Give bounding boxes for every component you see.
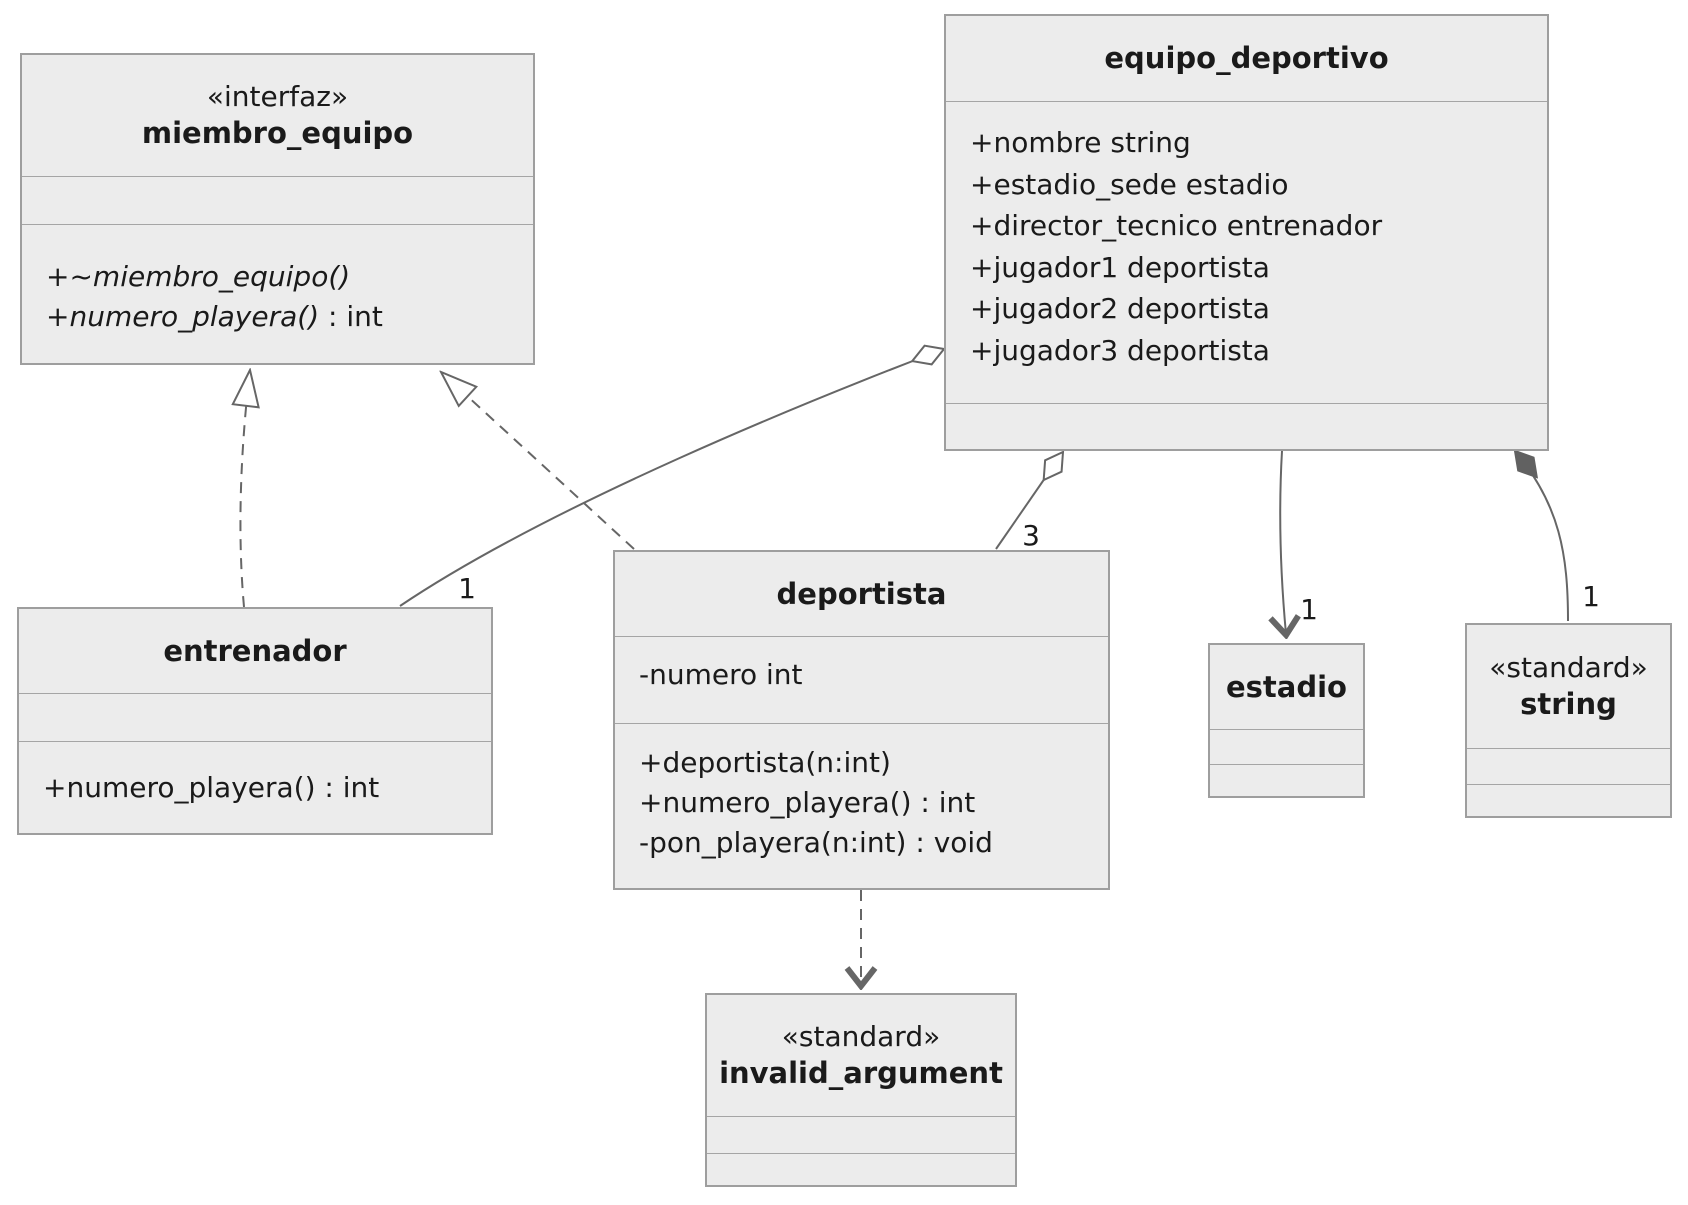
attribute-item: +jugador1 deportista [970, 250, 1270, 284]
class-box-estadio: estadio [1208, 643, 1365, 798]
class-name: equipo_deportivo [1104, 41, 1389, 75]
attribute-item: +nombre string [970, 126, 1191, 159]
class-name: deportista [776, 576, 947, 611]
class-name: string [1520, 687, 1617, 721]
operations-section-empty [1467, 785, 1670, 816]
edge-association-equipo-estadio [1280, 450, 1286, 634]
class-header: deportista [615, 552, 1108, 637]
class-name: miembro_equipo [141, 116, 414, 150]
class-header: equipo_deportivo [946, 16, 1547, 102]
class-header: «standard» invalid_argument [707, 995, 1015, 1117]
attribute-item: +jugador3 deportista [970, 333, 1270, 367]
class-box-miembro-equipo: «interfaz» miembro_equipo +~miembro_equi… [20, 53, 535, 365]
operation-item: +~miembro_equipo() [46, 257, 525, 297]
operations-section-empty [707, 1154, 1015, 1185]
edge-aggregation-equipo-deportista [995, 450, 1065, 550]
operation-item: +deportista(n:int) [639, 746, 891, 779]
class-header: entrenador [19, 609, 491, 694]
multiplicity-label-deportista: 3 [1022, 519, 1040, 552]
operations-section-empty [946, 404, 1547, 449]
attribute-item: +jugador2 deportista [970, 292, 1270, 325]
attribute-item: +estadio_sede estadio [970, 167, 1289, 201]
multiplicity-label-string: 1 [1582, 580, 1600, 613]
class-box-string: «standard» string [1465, 623, 1672, 818]
class-stereotype: «standard» [781, 1020, 941, 1053]
attributes-section-empty [1467, 749, 1670, 785]
operation-item: +numero_playera() : int [43, 771, 380, 804]
class-box-equipo-deportivo: equipo_deportivo +nombre string +estadio… [944, 14, 1549, 451]
multiplicity-label-estadio: 1 [1300, 593, 1318, 626]
attributes-section-empty [707, 1117, 1015, 1154]
operations-section: +deportista(n:int) +numero_playera() : i… [615, 724, 1108, 888]
class-header: «interfaz» miembro_equipo [22, 55, 533, 177]
attributes-section-empty [22, 177, 533, 225]
class-stereotype: «interfaz» [206, 80, 349, 113]
attributes-section: -numero int [615, 637, 1108, 724]
attributes-section-empty [1210, 730, 1363, 765]
class-name: estadio [1226, 669, 1347, 704]
operation-name: +~miembro_equipo() [46, 260, 351, 293]
operation-item: -pon_playera(n:int) : void [639, 826, 993, 859]
operation-type: : int [319, 300, 383, 333]
operations-section-empty [1210, 765, 1363, 796]
edge-composition-equipo-string [1513, 449, 1569, 622]
class-name: entrenador [163, 633, 347, 668]
multiplicity-label-entrenador: 1 [458, 572, 476, 605]
edge-aggregation-equipo-entrenador [399, 344, 946, 607]
class-box-invalid-argument: «standard» invalid_argument [705, 993, 1017, 1187]
attribute-item: +director_tecnico entrenador [970, 209, 1383, 242]
edge-realization-entrenador-miembro-equipo [240, 370, 250, 608]
attributes-section: +nombre string +estadio_sede estadio +di… [946, 102, 1547, 404]
operation-item: +numero_playera() : int [639, 786, 976, 819]
attributes-section-empty [19, 694, 491, 742]
class-box-entrenador: entrenador +numero_playera() : int [17, 607, 493, 835]
operation-name: +numero_playera() [46, 300, 320, 333]
class-name: invalid_argument [719, 1056, 1003, 1090]
attribute-item: -numero int [639, 658, 803, 691]
operation-item: +numero_playera() : int [46, 297, 525, 337]
class-header: «standard» string [1467, 625, 1670, 749]
operations-section: +~miembro_equipo() +numero_playera() : i… [22, 225, 533, 363]
class-box-deportista: deportista -numero int +deportista(n:int… [613, 550, 1110, 890]
class-stereotype: «standard» [1489, 651, 1648, 684]
operations-section: +numero_playera() : int [19, 742, 491, 833]
edge-realization-deportista-miembro-equipo [441, 372, 635, 550]
class-header: estadio [1210, 645, 1363, 730]
